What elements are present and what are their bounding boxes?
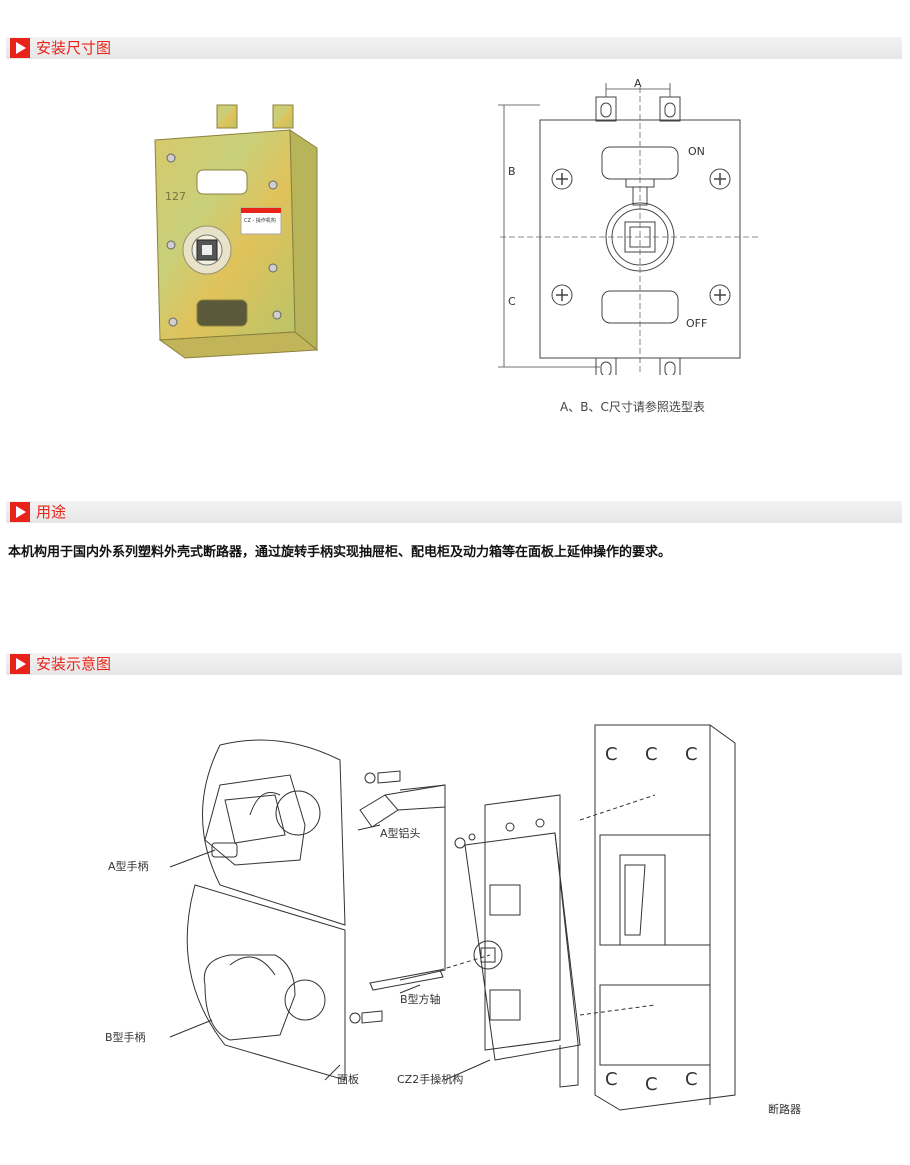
label-breaker: 断路器 xyxy=(768,1102,801,1116)
off-label: OFF xyxy=(686,317,707,330)
section-header-install: 安装示意图 xyxy=(6,653,902,675)
section-title: 安装尺寸图 xyxy=(36,39,112,57)
svg-text:C: C xyxy=(685,744,698,765)
label-b-handle: B型手柄 xyxy=(105,1030,146,1044)
play-arrow-icon xyxy=(10,654,30,674)
label-mechanism: CZ2手操机构 xyxy=(397,1072,463,1086)
label-a-head: A型铝头 xyxy=(380,826,421,840)
on-label: ON xyxy=(688,145,705,158)
label-panel: 面板 xyxy=(337,1072,359,1086)
section-title: 用途 xyxy=(36,503,67,521)
dim-label-c: C xyxy=(508,295,516,308)
play-arrow-icon xyxy=(10,502,30,522)
product-photo: CZ - 操作机构 127 xyxy=(154,104,319,359)
svg-text:C: C xyxy=(645,1074,658,1095)
dim-label-b: B xyxy=(508,165,516,178)
section-title: 安装示意图 xyxy=(36,655,112,673)
installation-diagram: C C C C C C A型手柄 A型铝头 B型手柄 B型方轴 面板 CZ2手操机构 断… xyxy=(105,724,801,1116)
svg-text:C: C xyxy=(645,744,658,765)
dimension-caption: A、B、C尺寸请参照选型表 xyxy=(560,400,705,414)
dim-label-a: A xyxy=(634,77,642,90)
play-arrow-icon xyxy=(10,38,30,58)
svg-text:C: C xyxy=(685,1069,698,1090)
label-a-handle: A型手柄 xyxy=(108,859,149,873)
svg-text:C: C xyxy=(605,744,618,765)
sticker-label: CZ - 操作机构 xyxy=(244,217,276,224)
label-b-shaft: B型方轴 xyxy=(400,992,441,1006)
section-header-usage: 用途 xyxy=(6,501,902,523)
section-header-dimensions: 安装尺寸图 xyxy=(6,37,902,59)
plate-number: 127 xyxy=(165,190,186,203)
dimension-diagram: A B C ON OFF xyxy=(498,77,760,375)
usage-description: 本机构用于国内外系列塑料外壳式断路器，通过旋转手柄实现抽屉柜、配电柜及动力箱等在… xyxy=(8,545,672,560)
svg-text:C: C xyxy=(605,1069,618,1090)
